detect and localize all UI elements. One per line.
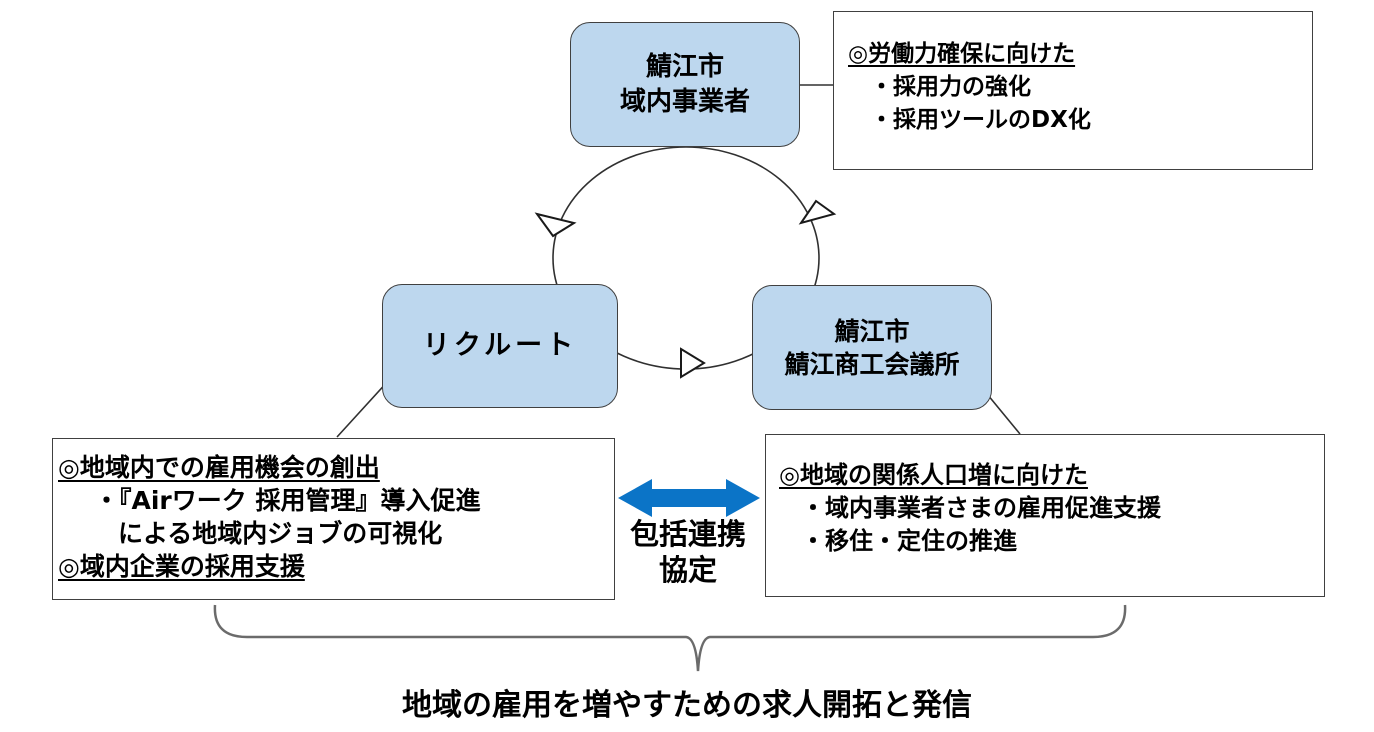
callout-bullet: ・移住・定住の推進 bbox=[801, 527, 1017, 555]
partnership-label-line: 包括連携 bbox=[629, 517, 746, 551]
node-label-line: 鯖江商工会議所 bbox=[784, 349, 960, 379]
callout-bullet: ・域内事業者さまの雇用促進支援 bbox=[801, 494, 1161, 522]
node-sabae-city-businesses: 鯖江市 域内事業者 bbox=[570, 22, 800, 147]
callout-bullet: ・採用力の強化 bbox=[870, 74, 1031, 100]
callout-heading: ◎労働力確保に向けた bbox=[848, 41, 1076, 67]
cycle-arrowhead-right bbox=[798, 199, 837, 225]
callout-regional-population: ◎地域の関係人口増に向けた ・域内事業者さまの雇用促進支援 ・移住・定住の推進 bbox=[765, 434, 1325, 597]
node-sabae-chamber-of-commerce: 鯖江市 鯖江商工会議所 bbox=[752, 285, 992, 410]
bottom-caption: 地域の雇用を増やすための求人開拓と発信 bbox=[402, 688, 972, 723]
node-label-line: 鯖江市 bbox=[645, 52, 724, 83]
partnership-agreement-label: 包括連携 協定 bbox=[613, 516, 763, 588]
cycle-arrowhead-bottom bbox=[680, 347, 706, 379]
partnership-label-line: 協定 bbox=[658, 553, 717, 587]
callout-bullet-continuation: による地域内ジョブの可視化 bbox=[118, 519, 443, 548]
callout-bullet: ・『Airワーク 採用管理』導入促進 bbox=[94, 486, 481, 515]
node-label-line: 鯖江市 bbox=[834, 316, 910, 346]
partnership-double-arrow bbox=[618, 479, 760, 517]
cycle-arrowhead-left bbox=[534, 212, 577, 238]
callout-heading: ◎地域の関係人口増に向けた bbox=[779, 461, 1088, 489]
callout-heading: ◎地域内での雇用機会の創出 bbox=[58, 453, 380, 482]
callout-bullet: ・採用ツールのDX化 bbox=[870, 107, 1091, 133]
callout-recruit-initiatives: ◎地域内での雇用機会の創出 ・『Airワーク 採用管理』導入促進 による地域内ジ… bbox=[52, 438, 615, 600]
node-label-line: リクルート bbox=[422, 330, 578, 362]
node-recruit: リクルート bbox=[382, 284, 618, 408]
callout-labor-force: ◎労働力確保に向けた ・採用力の強化 ・採用ツールのDX化 bbox=[833, 11, 1313, 170]
callout-heading: ◎域内企業の採用支援 bbox=[58, 552, 305, 581]
node-label-line: 域内事業者 bbox=[619, 86, 750, 117]
bottom-brace bbox=[213, 604, 1127, 672]
